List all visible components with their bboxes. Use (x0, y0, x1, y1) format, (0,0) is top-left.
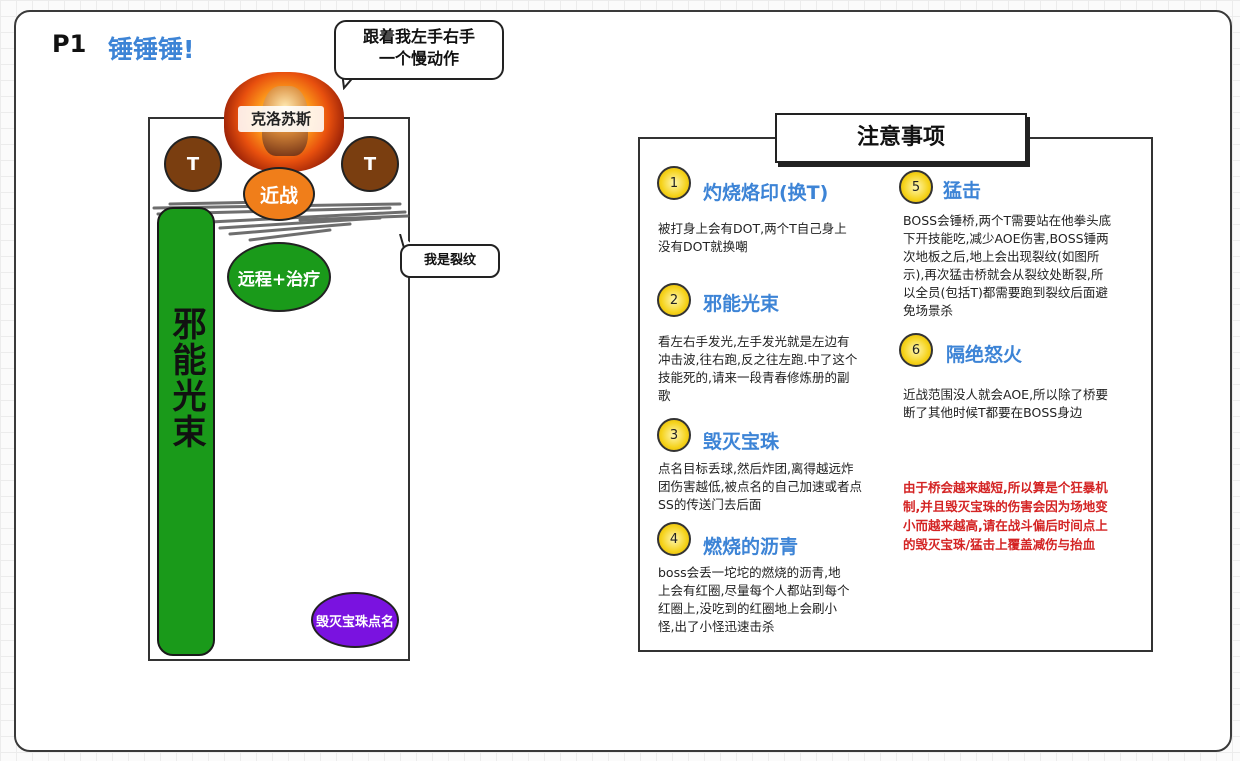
note-desc-2: 看左右手发光,左手发光就是左边有冲击波,往右跑,反之往左跑.中了这个技能死的,请… (658, 334, 858, 403)
number-badge-4: 4 (657, 522, 691, 556)
number-badge-6: 6 (899, 333, 933, 367)
note-title-4: 燃烧的沥青 (703, 536, 799, 558)
note-title-6: 隔绝怒火 (946, 344, 1023, 366)
number-badge-5: 5 (899, 170, 933, 204)
page-label: P1 (52, 30, 87, 58)
orb-target-marker: 毁灭宝珠点名 (311, 592, 399, 648)
crack-callout: 我是裂纹 (400, 244, 500, 278)
melee-marker: 近战 (243, 167, 315, 221)
note-desc-4: boss会丢一坨坨的燃烧的沥青,地上会有红圈,尽量每个人都站到每个红圈上,没吃到… (658, 565, 850, 634)
fel-beam-zone (157, 207, 215, 656)
note-title-2: 邪能光束 (703, 293, 780, 315)
boss-name-label: 克洛苏斯 (238, 106, 324, 132)
warning-note: 由于桥会越来越短,所以算是个狂暴机制,并且毁灭宝珠的伤害会因为场地变小而越来越高… (903, 480, 1108, 552)
fel-beam-label: 邪能光束 (166, 306, 206, 450)
speech-bubble-line2: 一个慢动作 (378, 49, 459, 68)
note-desc-3: 点名目标丢球,然后炸团,离得越远炸团伤害越低,被点名的自己加速或者点SS的传送门… (658, 461, 862, 512)
note-title-3: 毁灭宝珠 (703, 431, 780, 453)
notes-title: 注意事项 (775, 113, 1027, 163)
note-desc-5: BOSS会锤桥,两个T需要站在他拳头底下开技能吃,减少AOE伤害,BOSS锤两次… (903, 213, 1112, 318)
note-title-1: 灼烧烙印(换T) (703, 182, 829, 204)
number-badge-1: 1 (657, 166, 691, 200)
tank-marker-right: T (341, 136, 399, 192)
number-badge-3: 3 (657, 418, 691, 452)
notes-panel (638, 137, 1153, 652)
number-badge-2: 2 (657, 283, 691, 317)
speech-bubble-line1: 跟着我左手右手 (362, 27, 475, 46)
speech-bubble: 跟着我左手右手 一个慢动作 (334, 20, 504, 80)
note-desc-6: 近战范围没人就会AOE,所以除了桥要断了其他时候T都要在BOSS身边 (903, 387, 1109, 420)
page-title: 锤锤锤! (108, 35, 195, 64)
note-desc-1: 被打身上会有DOT,两个T自己身上没有DOT就换嘲 (658, 221, 847, 254)
tank-marker-left: T (164, 136, 222, 192)
note-title-5: 猛击 (943, 180, 982, 202)
ranged-healer-marker: 远程+治疗 (227, 242, 331, 312)
